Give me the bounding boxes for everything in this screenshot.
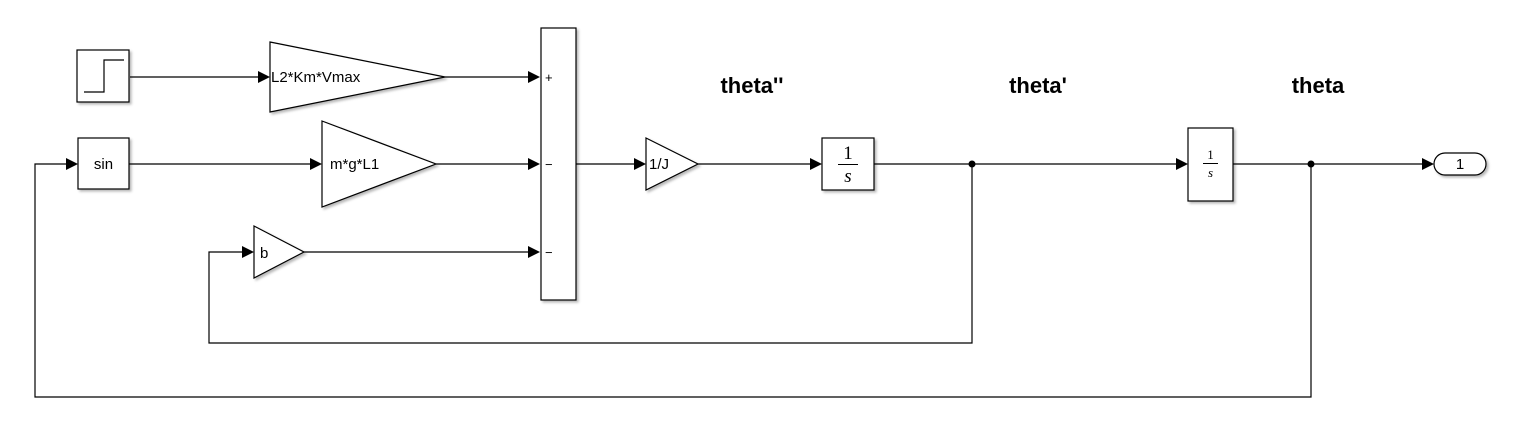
arrowheads — [66, 71, 1434, 258]
damping-gain-block[interactable]: b — [253, 225, 306, 279]
step-block[interactable] — [76, 49, 130, 103]
arrowhead — [66, 158, 78, 170]
arrowhead — [528, 71, 540, 83]
sum-sign-2: − — [545, 157, 553, 172]
wire-position-feedback[interactable] — [34, 163, 1312, 398]
branch-point-velocity — [968, 160, 976, 168]
arrowhead — [310, 158, 322, 170]
sin-block[interactable]: sin — [77, 137, 130, 190]
integrator-2-block[interactable]: 1 s — [1187, 127, 1234, 202]
arrowhead — [634, 158, 646, 170]
sum-block[interactable]: + − − — [540, 27, 577, 301]
integrator-2-denominator: s — [1208, 165, 1213, 180]
arrowhead — [810, 158, 822, 170]
sin-block-label: sin — [94, 156, 113, 173]
arrowhead — [528, 158, 540, 170]
inertia-gain-label: 1/J — [649, 156, 669, 173]
motor-gain-block[interactable]: L2*Km*Vmax — [269, 41, 446, 113]
integrator-1-denominator: s — [844, 166, 851, 187]
signal-lines — [34, 76, 1422, 398]
damping-gain-label: b — [260, 245, 268, 262]
gravity-gain-label: m*g*L1 — [330, 156, 379, 173]
step-icon — [84, 59, 124, 93]
inertia-gain-block[interactable]: 1/J — [645, 137, 700, 191]
signal-label-velocity[interactable]: theta' — [1009, 73, 1067, 98]
integrator-2-numerator: 1 — [1207, 147, 1214, 162]
motor-gain-label: L2*Km*Vmax — [271, 69, 361, 86]
arrowhead — [258, 71, 270, 83]
arrowhead — [528, 246, 540, 258]
outport-label: 1 — [1456, 156, 1464, 173]
sum-sign-1: + — [545, 70, 553, 85]
sum-sign-3: − — [545, 245, 553, 260]
branch-point-position — [1307, 160, 1315, 168]
wire-velocity-feedback[interactable] — [208, 164, 973, 344]
integrator-1-numerator: 1 — [843, 143, 853, 164]
gravity-gain-block[interactable]: m*g*L1 — [321, 120, 438, 208]
signal-label-position[interactable]: theta — [1292, 73, 1345, 98]
integrator-1-block[interactable]: 1 s — [821, 137, 875, 191]
outport-block[interactable]: 1 — [1433, 152, 1487, 176]
arrowhead — [1176, 158, 1188, 170]
arrowhead — [1422, 158, 1434, 170]
signal-label-acceleration[interactable]: theta'' — [720, 73, 783, 98]
arrowhead — [242, 246, 254, 258]
